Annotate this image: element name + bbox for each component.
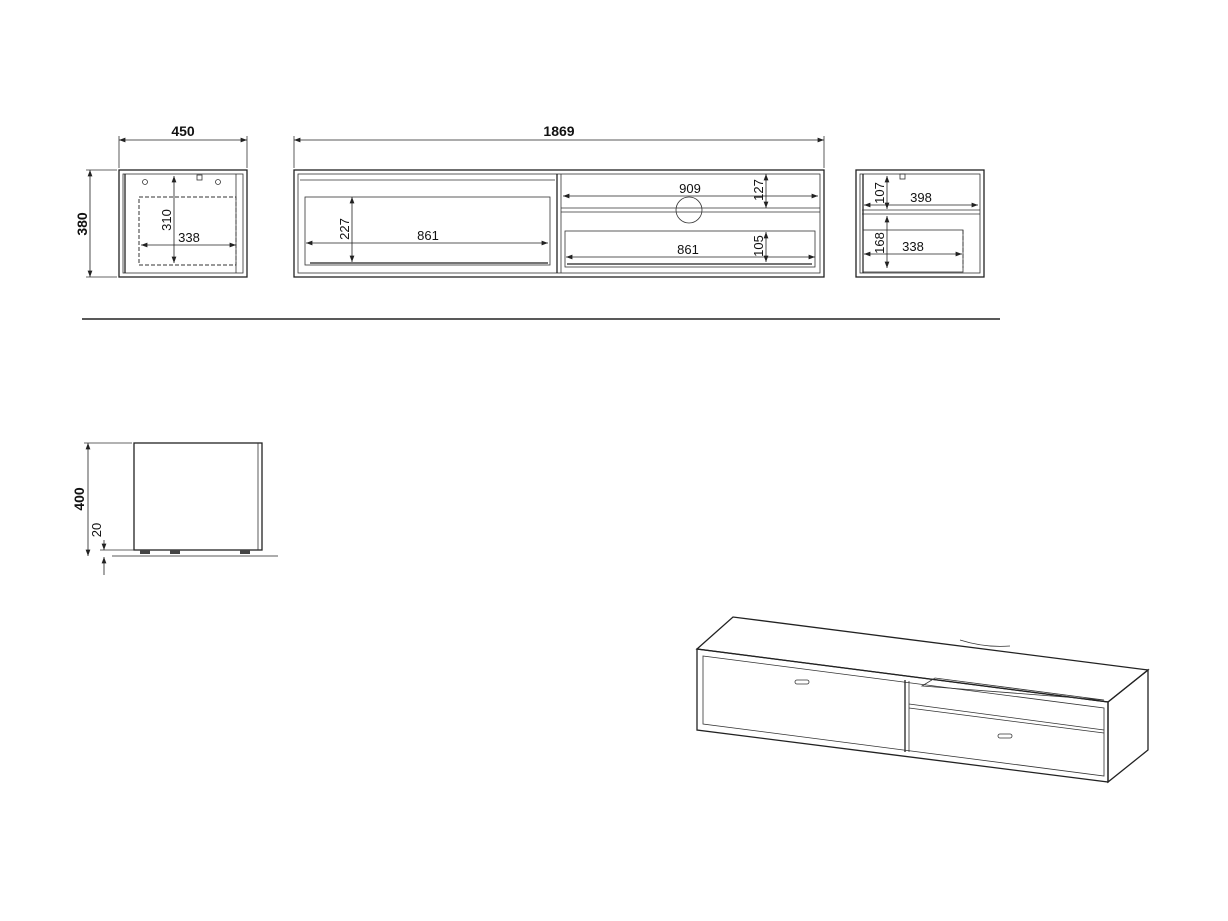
right-side-section-view: 107 398 168 338 [855,169,985,278]
isometric-view [695,616,1150,784]
dim-861-left: 861 [417,228,439,243]
dim-107: 107 [872,182,887,204]
dim-861-drawer: 861 [677,242,699,257]
dim-127: 127 [751,179,766,201]
dim-width-450: 450 [171,123,195,139]
dim-338: 338 [178,230,200,245]
flap-handle [794,679,810,685]
left-side-section-view: 450 380 310 338 [74,123,248,278]
dim-leg-20: 20 [89,523,104,537]
dim-height-380: 380 [74,212,90,236]
dim-105: 105 [751,235,766,257]
front-section-view: 1869 227 861 909 127 861 105 [293,123,825,278]
dim-398: 398 [910,190,932,205]
dim-227: 227 [337,218,352,240]
drawer-handle [997,733,1013,739]
dim-310: 310 [159,209,174,231]
dim-168: 168 [872,232,887,254]
dim-height-400: 400 [71,487,87,511]
dim-338-right: 338 [902,239,924,254]
dim-width-1869: 1869 [543,123,574,139]
dim-909: 909 [679,181,701,196]
side-elevation-view: 400 20 [71,442,278,575]
